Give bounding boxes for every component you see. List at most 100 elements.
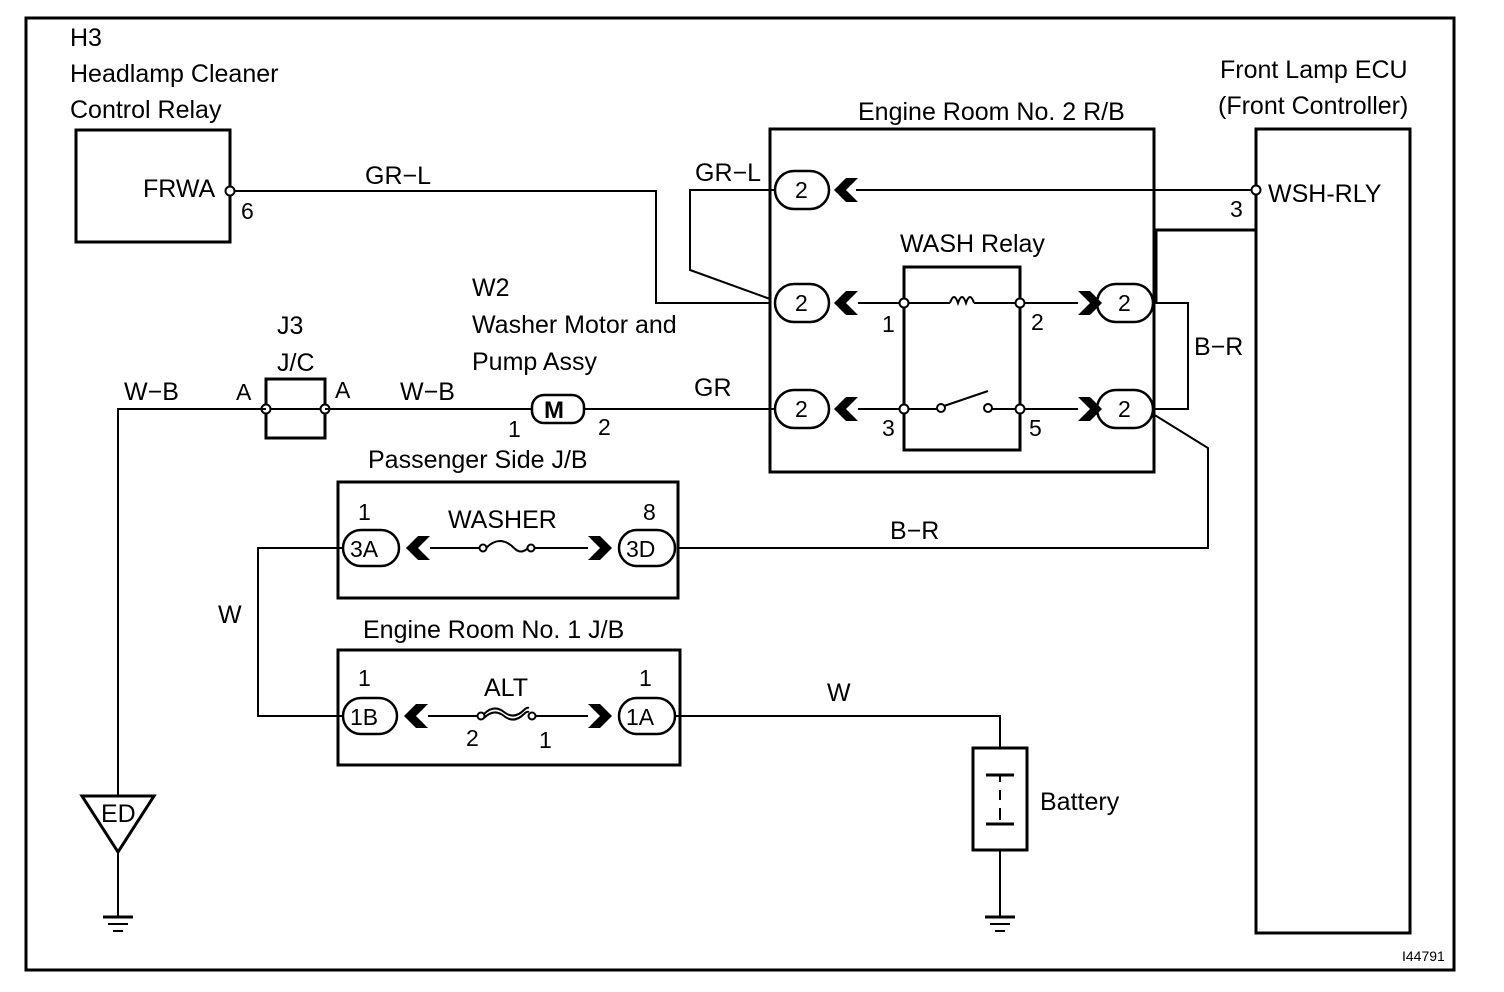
w2-pin2: 2 <box>598 414 611 440</box>
passenger-side-jb: Passenger Side J/B 1 3A WASHER 8 3D <box>336 446 680 600</box>
wire-label-gr-l-side: GR−L <box>695 159 761 187</box>
erjb1-alt-fuse <box>483 706 530 721</box>
psjb-left-pin: 1 <box>358 499 371 525</box>
w2-pin1: 1 <box>508 416 521 442</box>
wash-relay-pin3: 3 <box>882 415 895 441</box>
engine-room-no1-jb: Engine Room No. 1 J/B 1 1B ALT 2 1 1 1A <box>336 616 682 767</box>
psjb-left-connector-label: 3A <box>350 536 379 562</box>
h3-id: H3 <box>70 24 102 52</box>
wire-b-r-washer <box>677 413 1209 549</box>
erjb1-left-arrow <box>404 704 428 728</box>
wash-relay-box <box>902 265 1022 452</box>
erjb1-name: Engine Room No. 1 J/B <box>363 616 624 644</box>
ecu-terminal-node <box>1250 184 1262 196</box>
wire-label-b-r-mid: B−R <box>890 517 939 545</box>
erjb1-fuse-pin-left: 2 <box>466 725 479 751</box>
wash-relay-name: WASH Relay <box>900 230 1045 258</box>
wash-relay-coil <box>949 296 975 307</box>
ecu-pin: 3 <box>1230 196 1243 222</box>
wire-label-w-b-left: W−B <box>124 378 179 406</box>
w2-washer-motor: W2 Washer Motor and Pump Assy M 1 2 <box>472 274 677 442</box>
erjb1-fuse-label: ALT <box>484 674 528 702</box>
j3-name: J/C <box>277 349 315 377</box>
j3-junction-connector: J3 J/C A A <box>236 312 351 440</box>
battery-label: Battery <box>1040 788 1120 816</box>
erjb1-right-connector-label: 1A <box>626 704 655 730</box>
rb2-connector-relay1 <box>773 282 831 324</box>
wash-relay-switch <box>943 390 989 407</box>
rb2-connector-top-arrow <box>834 178 858 202</box>
rb2-connector-relay1-arrow <box>834 291 858 315</box>
ecu-terminal: WSH-RLY <box>1268 180 1382 208</box>
wire-label-gr: GR <box>694 374 732 402</box>
psjb-fuse-label: WASHER <box>448 506 557 534</box>
j3-pin-left: A <box>236 379 252 405</box>
wire-label-gr-l-top: GR−L <box>365 162 431 190</box>
ground-point-ed: ED <box>79 794 157 855</box>
ground-ed-triangle <box>79 794 157 855</box>
wash-relay-pin5: 5 <box>1029 415 1042 441</box>
ecu-name-line2: (Front Controller) <box>1218 92 1408 120</box>
wash-relay-pin1: 1 <box>882 311 895 337</box>
w2-id: W2 <box>472 274 510 302</box>
erjb1-left-connector <box>341 696 399 736</box>
h3-terminal-node <box>224 185 236 197</box>
h3-headlamp-cleaner-relay: H3 Headlamp Cleaner Control Relay FRWA 6 <box>70 24 278 244</box>
rb2-name: Engine Room No. 2 R/B <box>858 98 1125 126</box>
erjb1-left-connector-label: 1B <box>350 704 378 730</box>
psjb-right-connector <box>617 528 677 568</box>
wire-ecu-relay <box>1154 228 1256 303</box>
ground-ed-label: ED <box>101 800 136 828</box>
psjb-name: Passenger Side J/B <box>368 446 588 474</box>
ed-ground-icon <box>103 915 133 932</box>
rb2-connector-relay5-arrow <box>1078 397 1102 421</box>
j3-pin-right: A <box>335 377 351 403</box>
wire-b-r-loop <box>1153 302 1189 410</box>
wire-label-w-left: W <box>218 601 242 629</box>
ecu-box <box>1254 127 1412 935</box>
engine-room-no2-rb: Engine Room No. 2 R/B 2 2 2 2 2 WASH Rel… <box>768 98 1156 474</box>
rb2-connector-top-label: 2 <box>795 177 808 203</box>
erjb1-fuse-pin-right: 1 <box>539 727 552 753</box>
wire-label-w-battery: W <box>827 679 851 707</box>
wire-label-w-b-mid: W−B <box>400 378 455 406</box>
rb2-connector-relay3-label: 2 <box>795 396 808 422</box>
w2-motor-symbol: M <box>544 397 564 424</box>
psjb-washer-fuse <box>485 540 529 553</box>
psjb-right-connector-label: 3D <box>626 536 655 562</box>
erjb1-right-arrow <box>588 704 612 728</box>
rb2-connector-relay2-label: 2 <box>1118 290 1131 316</box>
psjb-right-pin: 8 <box>643 499 656 525</box>
wire-label-b-r-right: B−R <box>1194 333 1243 361</box>
figure-id: I44791 <box>1402 948 1445 964</box>
erjb1-left-pin: 1 <box>358 665 371 691</box>
wash-relay-pin2: 2 <box>1031 309 1044 335</box>
h3-pin: 6 <box>241 198 254 224</box>
battery-ground-icon <box>985 915 1015 932</box>
wire-w-left <box>257 547 343 717</box>
w2-name-line1: Washer Motor and <box>472 311 677 339</box>
h3-terminal: FRWA <box>143 175 216 203</box>
rb2-connector-relay5-label: 2 <box>1118 396 1131 422</box>
rb2-connector-relay2-arrow <box>1078 291 1102 315</box>
wire-w-b-left <box>117 408 266 796</box>
wire-gr-l-h3 <box>235 190 770 304</box>
front-lamp-ecu: Front Lamp ECU (Front Controller) WSH-RL… <box>1218 56 1412 935</box>
rb2-connector-relay3-arrow <box>834 397 858 421</box>
j3-id: J3 <box>277 312 303 340</box>
h3-name-line1: Headlamp Cleaner <box>70 60 278 88</box>
ecu-name-line1: Front Lamp ECU <box>1220 56 1408 84</box>
wire-gr-l-loop <box>689 189 775 300</box>
w2-name-line2: Pump Assy <box>472 348 598 376</box>
psjb-box <box>336 480 680 600</box>
erjb1-right-pin: 1 <box>639 665 652 691</box>
wire-w-battery <box>675 715 1001 748</box>
diagram-border <box>24 16 1456 972</box>
erjb1-box <box>336 648 682 767</box>
psjb-left-arrow <box>406 536 430 560</box>
rb2-connector-relay1-label: 2 <box>795 290 808 316</box>
h3-name-line2: Control Relay <box>70 96 222 124</box>
battery: Battery <box>971 746 1120 852</box>
psjb-right-arrow <box>588 536 612 560</box>
